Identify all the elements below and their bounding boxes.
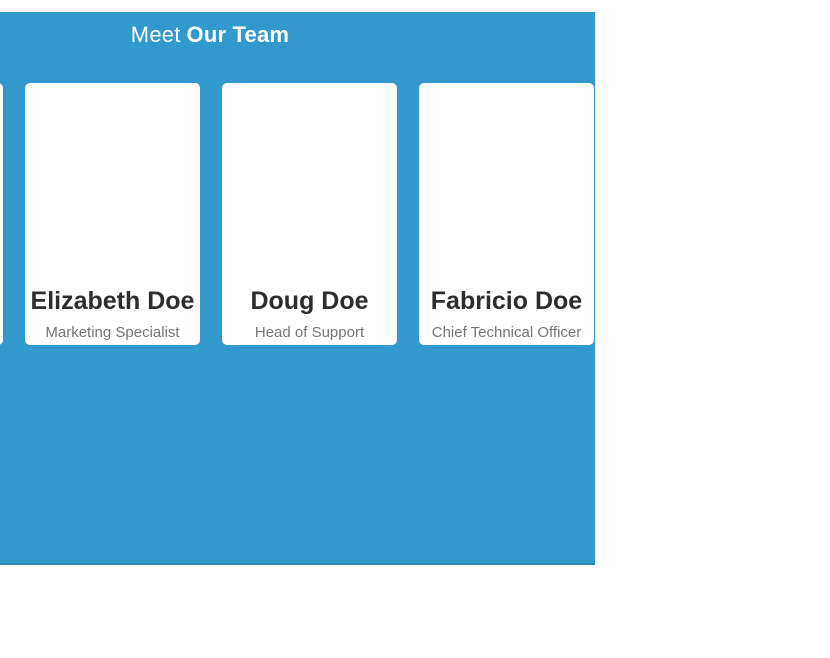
team-member-card: Elizabeth Doe Marketing Specialist [25,83,200,345]
section-title-light: Meet [130,22,181,47]
team-member-card [0,83,3,345]
member-photo-placeholder [419,83,594,286]
member-name: Elizabeth Doe [30,287,195,315]
team-member-card: Fabricio Doe Chief Technical Officer [419,83,594,345]
section-title-bold: Our Team [186,22,290,47]
team-member-card: Doug Doe Head of Support [222,83,397,345]
member-role: Marketing Specialist [45,324,180,341]
member-name: Fabricio Doe [430,287,583,315]
member-photo-placeholder [0,83,3,334]
member-name: Doug Doe [250,287,369,315]
member-role: Chief Technical Officer [431,324,582,341]
member-role: Head of Support [254,324,365,341]
member-photo-placeholder [222,83,397,286]
team-cards-row: Elizabeth Doe Marketing Specialist Doug … [0,83,594,345]
member-photo-placeholder [25,83,200,286]
